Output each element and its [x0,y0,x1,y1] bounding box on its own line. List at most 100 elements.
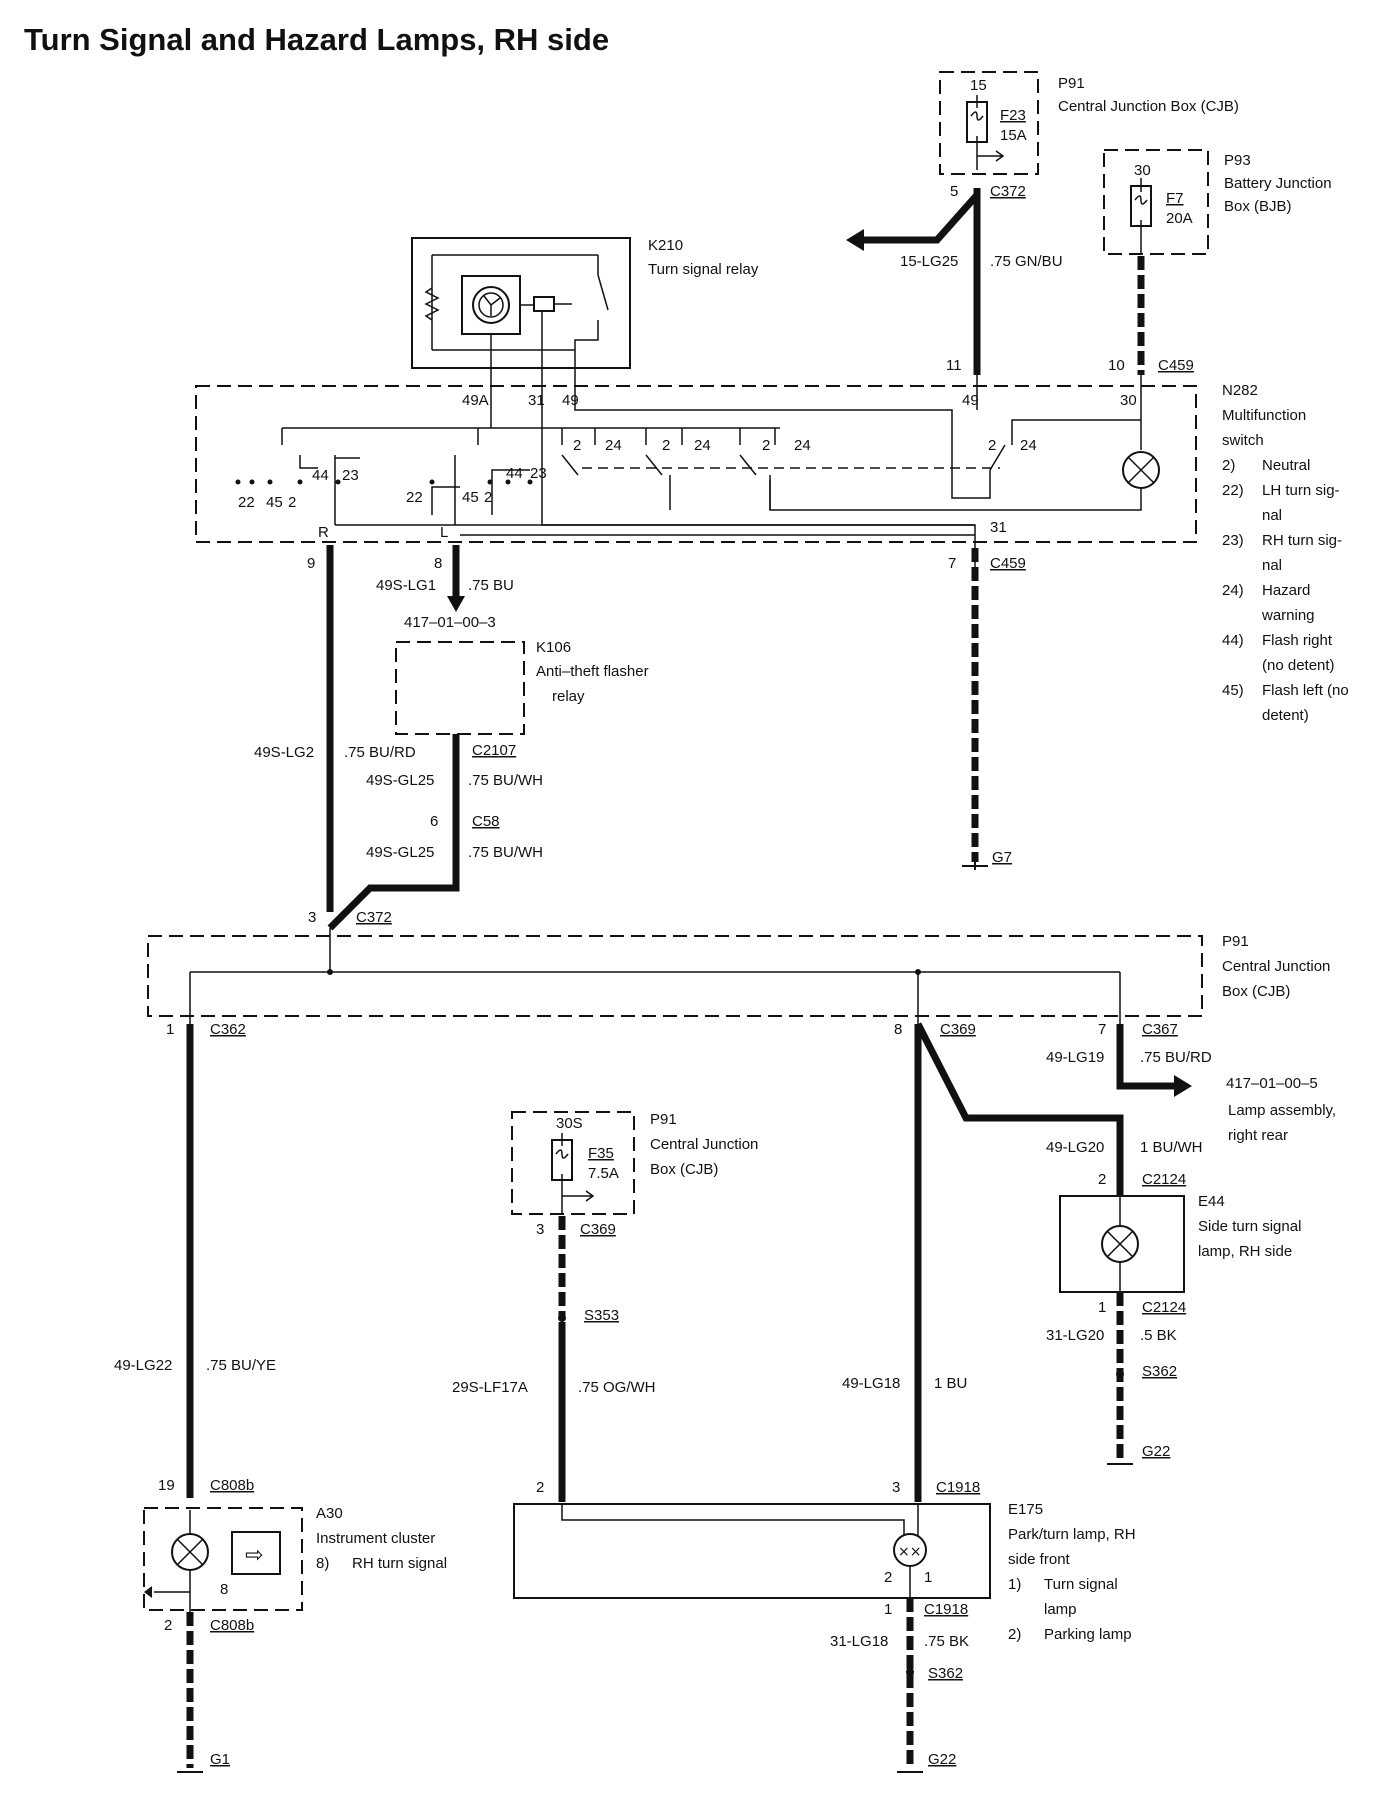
k210-desc: Turn signal relay [648,261,759,278]
f23-fuse-element [970,95,984,170]
t-2f: 2 [484,489,492,506]
c1918-a-pin-a: 2 [536,1479,544,1496]
w49lg22-spec: .75 BU/YE [206,1357,276,1374]
n282-internal-circuit [235,375,1160,570]
splice-s353-dot [558,1314,566,1322]
c372-top-name: C372 [990,183,1026,200]
w49sgl25b-spec: .75 BU/WH [468,844,543,861]
n282-legend-text: Hazard [1262,582,1310,599]
w31lg18-spec: .75 BK [924,1633,969,1650]
t-44b: 44 [506,465,523,482]
e175-internal-wiring [561,1504,919,1536]
wire-49sgl25 [327,734,460,931]
t-2b: 2 [662,437,670,454]
a30-pin8: 8 [220,1581,228,1598]
k210-id: K210 [648,237,683,254]
n282-legend-text: (no detent) [1262,657,1335,674]
t-45a: 45 [266,494,283,511]
t-2a: 2 [573,437,581,454]
p93-desc-1: Battery Junction [1224,175,1332,192]
f23-arrow [977,150,1005,162]
t-23b: 23 [530,465,547,482]
e175-desc-1: Park/turn lamp, RH [1008,1526,1136,1543]
e44-desc-1: Side turn signal [1198,1218,1301,1235]
t-30: 30 [1120,392,1137,409]
t-p31: 31 [990,519,1007,536]
e175-pin1: 1 [924,1569,932,1586]
n282-desc-1: Multifunction [1222,407,1306,424]
p93-box [1103,149,1209,255]
t-31: 31 [528,392,545,409]
e175-id: E175 [1008,1501,1043,1518]
w49lg19-spec: .75 BU/RD [1140,1049,1212,1066]
n282-legend-num: 24) [1222,582,1244,599]
wire-15lg25-branch [860,192,980,244]
a30-ground-arrow [144,1586,152,1598]
w49lg18-spec: 1 BU [934,1375,967,1392]
p91-mid-id: P91 [1222,933,1249,950]
wire-49lg19 [1116,1024,1176,1090]
c58-pin: 6 [430,813,438,830]
f7-rating: 20A [1166,210,1193,227]
c1918-a-pin-b: 3 [892,1479,900,1496]
t-r: R [318,524,329,541]
p8-label: 8 [434,555,442,572]
p91-mid-bus [189,928,1121,1024]
n282-legend-text: warning [1261,607,1315,624]
f35-fuse-element [555,1133,595,1214]
n282-legend-num: 45) [1222,682,1244,699]
splice-s362-a-dot [1116,1370,1124,1378]
k106-ref: 417–01–00–3 [404,614,496,631]
w29slf17a-spec: .75 OG/WH [578,1379,656,1396]
a30-item: RH turn signal [352,1555,447,1572]
c372-top-pin: 5 [950,183,958,200]
ground-g22-b: G22 [928,1751,956,1768]
p91-low-box [511,1111,635,1215]
c1918-b-name: C1918 [924,1601,968,1618]
t-45b: 45 [462,489,479,506]
e175-item1-num: 1) [1008,1576,1021,1593]
n282-box [195,385,1197,543]
t-24a: 24 [605,437,622,454]
w49slg1-spec: .75 BU [468,577,514,594]
t-49: 49 [562,392,579,409]
c459-b-pin: 7 [948,555,956,572]
c58-name: C58 [472,813,500,830]
w31lg20-circuit: 31-LG20 [1046,1327,1104,1344]
c362-pin: 1 [166,1021,174,1038]
c369-a-pin: 8 [894,1021,902,1038]
splice-s353: S353 [584,1307,619,1324]
n282-desc-2: switch [1222,432,1264,449]
a30-turn-indicator [231,1531,281,1575]
lamp-rear-desc-2: right rear [1228,1127,1288,1144]
w49lg20-spec: 1 BU/WH [1140,1139,1203,1156]
k106-desc-2: relay [552,688,585,705]
n282-legend-text: nal [1262,507,1282,524]
e44-desc-2: lamp, RH side [1198,1243,1292,1260]
n282-legend-num: 44) [1222,632,1244,649]
arrow-right-icon: ⇨ [245,1543,263,1568]
f23-label: F23 [1000,107,1026,124]
k106-box [395,641,525,735]
e175-pin2: 2 [884,1569,892,1586]
ground-g22-a: G22 [1142,1443,1170,1460]
ground-g7-symbol [962,862,988,870]
t-24b: 24 [694,437,711,454]
a30-desc: Instrument cluster [316,1530,435,1547]
c369-a-name: C369 [940,1021,976,1038]
p91-top-id: P91 [1058,75,1085,92]
t-49a: 49A [462,392,489,409]
p93-pin: 30 [1134,162,1151,179]
w49slg2-spec: .75 BU/RD [344,744,416,761]
c808b-b-pin: 2 [164,1617,172,1634]
w49lg20-circuit: 49-LG20 [1046,1139,1104,1156]
c367-pin: 7 [1098,1021,1106,1038]
c372-mid-pin: 3 [308,909,316,926]
e175-desc-2: side front [1008,1551,1071,1568]
p91-low-desc-1: Central Junction [650,1136,758,1153]
w15lg25-spec: .75 GN/BU [990,253,1063,270]
n282-legend-num: 22) [1222,482,1244,499]
e175-box [513,1503,991,1599]
f7-fuse-element [1134,178,1148,254]
a30-lamp-cross [154,1510,204,1612]
